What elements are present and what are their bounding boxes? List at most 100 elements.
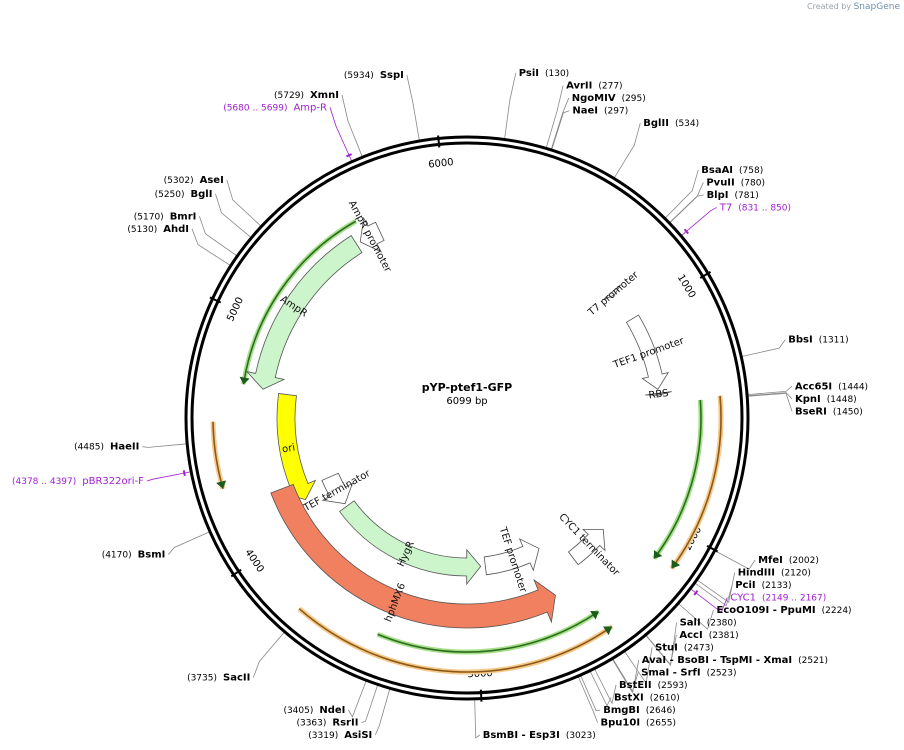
- leader-line: [747, 392, 793, 412]
- feature-hphmx6: [270, 483, 556, 629]
- enzyme-position: (2523): [707, 669, 737, 679]
- leader-line: [593, 668, 617, 705]
- tick-label: 1000: [675, 273, 698, 300]
- enzyme-site-acci: AccI(2381): [679, 630, 738, 641]
- enzyme-position: (295): [622, 94, 646, 104]
- enzyme-position: (1448): [827, 395, 857, 405]
- orf-arc-core: [377, 610, 599, 653]
- enzyme-position: (5170): [134, 212, 164, 222]
- orf-arc-core: [653, 399, 702, 559]
- orf-arc-orange: [210, 421, 226, 490]
- leader-line: [406, 74, 420, 142]
- plasmid-backbone: [184, 135, 750, 701]
- leader-line: [551, 110, 570, 151]
- tick-label: 6000: [428, 157, 454, 171]
- enzyme-position: (2002): [789, 556, 819, 566]
- leader-line: [577, 675, 598, 723]
- primer-name: Amp-R: [293, 102, 327, 113]
- enzyme-name: BsaAI: [701, 165, 733, 176]
- backbone-inner: [190, 141, 744, 695]
- leader-line: [341, 94, 363, 158]
- leader-line: [741, 339, 786, 358]
- enzyme-position: (277): [598, 82, 622, 92]
- primer-range: (5680 .. 5699): [223, 103, 287, 113]
- feature-label-ampr-promoter: AmpR promoter: [346, 199, 394, 275]
- enzyme-site-bsmi: (4170)BsmI: [102, 550, 166, 561]
- enzyme-name: Acc65I: [795, 381, 832, 392]
- enzyme-site-bsteii: BstEII (2593): [619, 680, 688, 691]
- enzyme-position: (2133): [762, 581, 792, 591]
- leader-line: [690, 588, 728, 613]
- leader-line: [714, 550, 756, 570]
- enzyme-position: (2120): [781, 569, 811, 579]
- enzyme-position: (1450): [833, 407, 863, 417]
- feature-label-t7-promoter: T7 promoter: [586, 269, 642, 319]
- enzyme-site-mfei: MfeI(2002): [758, 555, 819, 566]
- enzyme-site-bgli: (5250)BglI: [155, 189, 213, 200]
- enzyme-position: (2521): [798, 656, 828, 666]
- enzyme-site-hindiii: HindIII(2120): [738, 568, 811, 579]
- brand-prefix: Created by: [807, 2, 852, 11]
- enzyme-name: HaeII: [110, 442, 139, 453]
- enzyme-site-ngomiv: NgoMIV(295): [572, 93, 646, 104]
- leader-line: [361, 684, 379, 723]
- leader-line: [545, 85, 564, 149]
- enzyme-name: SalI: [680, 618, 701, 629]
- enzyme-position: (5729): [274, 91, 304, 101]
- enzyme-position: (3405): [283, 706, 313, 716]
- orf-arc-orange-core-head: [671, 559, 681, 569]
- leader-line: [348, 680, 367, 718]
- enzyme-position: (5250): [155, 190, 185, 200]
- enzyme-name: EcoO109I - PpuMI: [717, 605, 816, 616]
- feature-ori: [276, 393, 317, 501]
- feature-label-ori: ori: [281, 442, 296, 455]
- brand-name: SnapGene: [853, 2, 900, 12]
- enzyme-name: AvaI - BsoBI - TspMI - XmaI: [642, 655, 792, 666]
- enzyme-site-naei: NaeI(297): [572, 106, 628, 117]
- leader-line: [677, 603, 714, 630]
- enzyme-name: BlpI: [707, 190, 729, 201]
- leader-line: [168, 531, 211, 555]
- leader-line: [226, 179, 262, 227]
- enzyme-position: (3023): [566, 731, 596, 741]
- enzyme-name: RsrII: [332, 718, 358, 729]
- enzyme-name: XmnI: [310, 90, 339, 101]
- enzyme-name: BmrI: [170, 211, 197, 222]
- enzyme-site-ndei: (3405)NdeI: [283, 705, 345, 716]
- leader-line: [191, 228, 232, 267]
- enzyme-name: AccI: [679, 630, 702, 641]
- leader-line: [645, 634, 677, 666]
- leader-line: [668, 182, 704, 224]
- enzyme-position: (130): [545, 69, 569, 79]
- enzyme-site-bbsi: BbsI(1311): [788, 335, 848, 346]
- feature-label-cyc1-terminator: CYC1 terminator: [556, 512, 621, 579]
- enzyme-name: PvuII: [706, 177, 734, 188]
- enzyme-position: (5934): [344, 71, 374, 81]
- leader-line: [504, 73, 517, 140]
- enzyme-name: BmgBI: [603, 705, 640, 716]
- primer-label-cyc1: CYC1 (2149 .. 2167): [730, 593, 826, 604]
- enzyme-name: AvrII: [566, 81, 592, 92]
- tick-mark: [699, 270, 712, 279]
- tick-label: 5000: [225, 296, 246, 324]
- tick-label: 4000: [242, 547, 265, 574]
- primer-mark-t7: [683, 228, 689, 235]
- enzyme-position: (2593): [658, 681, 688, 691]
- enzyme-position: (1311): [819, 336, 849, 346]
- enzyme-position: (781): [735, 191, 759, 201]
- enzyme-name: SmaI - SrfI: [641, 668, 700, 679]
- enzyme-position: (780): [741, 178, 765, 188]
- enzyme-site-bsaai: BsaAI(758): [701, 165, 763, 176]
- enzyme-name: AseI: [200, 175, 224, 186]
- enzyme-site-blpi: BlpI (781): [707, 190, 759, 201]
- primer-range: (2149 .. 2167): [762, 594, 826, 604]
- enzyme-site-smai: SmaI - SrfI (2523): [641, 668, 736, 679]
- leader-line: [680, 207, 717, 237]
- enzyme-name: BstEII: [619, 680, 652, 691]
- enzyme-site-sspi: (5934)SspI: [344, 70, 404, 81]
- primer-name: CYC1: [730, 593, 756, 604]
- leader-line: [746, 386, 793, 396]
- orf-arc-core-head: [239, 376, 250, 385]
- enzyme-site-avrii: AvrII (277): [566, 81, 622, 92]
- enzyme-position: (2646): [646, 706, 676, 716]
